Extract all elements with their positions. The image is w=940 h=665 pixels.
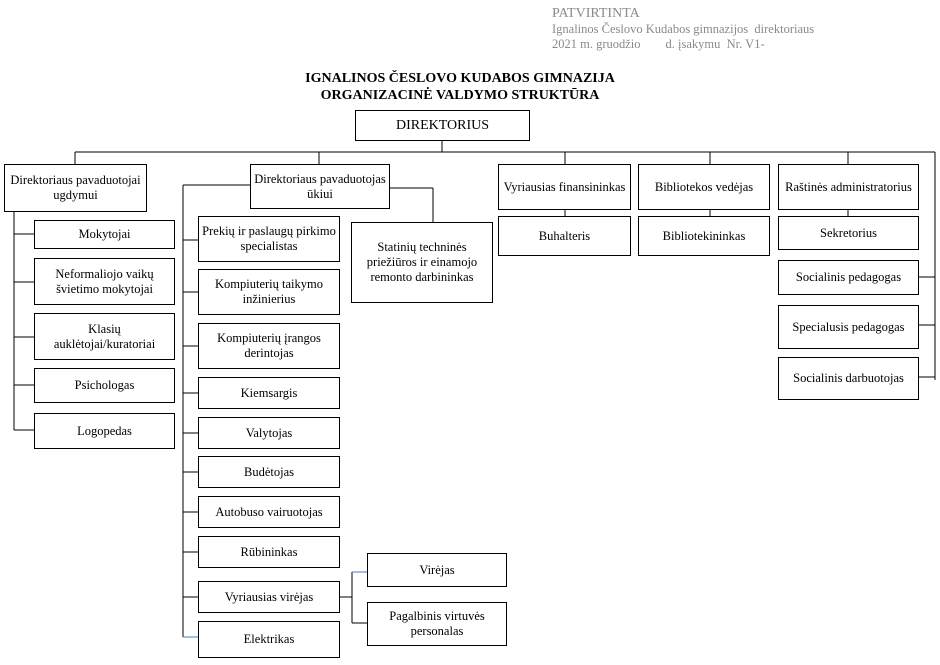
teachers-box: Mokytojai	[34, 220, 175, 249]
librarian-box: Bibliotekininkas	[638, 216, 770, 256]
approval-order-ref: 2021 m. gruodžio d. įsakymu Nr. V1-	[552, 37, 765, 51]
maintenance-worker-box: Statinių techninės priežiūros ir einamoj…	[351, 222, 493, 303]
approval-issuer: Ignalinos Česlovo Kudabos gimnazijos dir…	[552, 22, 815, 36]
computer-equipment-technician-box: Kompiuterių įrangos derintojas	[198, 323, 340, 369]
informal-education-teachers-box: Neformaliojo vaikų švietimo mokytojai	[34, 258, 175, 305]
special-pedagogue-box: Specialusis pedagogas	[778, 305, 919, 349]
psychologist-box: Psichologas	[34, 368, 175, 403]
head-cook-box: Vyriausias virėjas	[198, 581, 340, 613]
cook-box: Virėjas	[367, 553, 507, 587]
social-worker-box: Socialinis darbuotojas	[778, 357, 919, 400]
procurement-specialist-box: Prekių ir paslaugų pirkimo specialistas	[198, 216, 340, 262]
chart-title: ORGANIZACINĖ VALDYMO STRUKTŪRA	[320, 88, 600, 103]
secretary-box: Sekretorius	[778, 216, 919, 250]
school-name: IGNALINOS ČESLOVO KUDABOS GIMNAZIJA	[305, 71, 615, 86]
computer-engineer-box: Kompiuterių taikymo inžinierius	[198, 269, 340, 315]
bus-driver-box: Autobuso vairuotojas	[198, 496, 340, 528]
watchman-box: Budėtojas	[198, 456, 340, 488]
yard-keeper-box: Kiemsargis	[198, 377, 340, 409]
library-head-box: Bibliotekos vedėjas	[638, 164, 770, 210]
chief-accountant-box: Vyriausias finansininkas	[498, 164, 631, 210]
approval-heading: PATVIRTINTA	[552, 6, 640, 21]
class-tutors-box: Klasių auklėtojai/kuratoriai	[34, 313, 175, 360]
cloakroom-attendant-box: Rūbininkas	[198, 536, 340, 568]
kitchen-helper-box: Pagalbinis virtuvės personalas	[367, 602, 507, 646]
director-box: DIREKTORIUS	[355, 110, 530, 141]
approval-note: PATVIRTINTA Ignalinos Česlovo Kudabos gi…	[552, 5, 814, 52]
social-pedagogue-box: Socialinis pedagogas	[778, 260, 919, 295]
electrician-box: Elektrikas	[198, 621, 340, 658]
deputy-education-box: Direktoriaus pavaduotojai ugdymui	[4, 164, 147, 212]
accountant-box: Buhalteris	[498, 216, 631, 256]
deputy-economy-box: Direktoriaus pavaduotojas ūkiui	[250, 164, 390, 209]
cleaner-box: Valytojas	[198, 417, 340, 449]
office-administrator-box: Raštinės administratorius	[778, 164, 919, 210]
speech-therapist-box: Logopedas	[34, 413, 175, 449]
